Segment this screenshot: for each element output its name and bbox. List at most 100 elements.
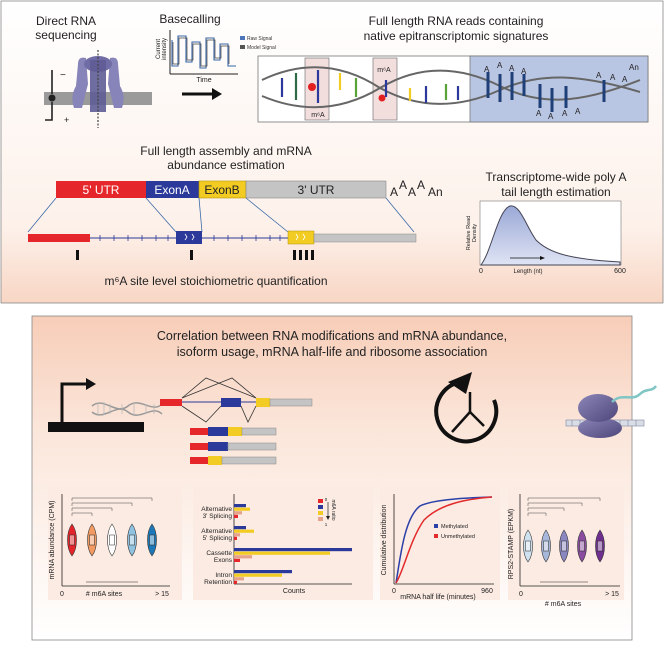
panel1-xlabel: # m6A sites bbox=[86, 591, 123, 598]
legend-raw-signal: Raw Signal bbox=[247, 36, 272, 42]
legend-model-signal: Model Signal bbox=[247, 45, 276, 51]
utr5-label: 5' UTR bbox=[83, 183, 120, 197]
panel4-box-5 bbox=[597, 540, 603, 552]
panel1-bracket-3 bbox=[71, 502, 133, 506]
svg-text:−: − bbox=[60, 70, 66, 81]
nanopore-icon: − + bbox=[44, 50, 152, 128]
panel4-bracket-1 bbox=[527, 512, 547, 516]
panel2-bar-3-4 bbox=[234, 558, 240, 562]
panel2-cat-2-line-2: 5' Splicing bbox=[203, 535, 233, 542]
panel1-box-4 bbox=[129, 534, 135, 546]
panel1-bracket-1 bbox=[71, 512, 93, 516]
panel2-cat-2-line-1: Alternative bbox=[201, 528, 232, 535]
clock-icon bbox=[434, 372, 499, 444]
panel4-box-2 bbox=[543, 540, 549, 552]
panel2-bar-3-1 bbox=[234, 548, 352, 552]
panel3-unmethylated-curve bbox=[395, 496, 493, 584]
density-ylabel-1: Relative Read bbox=[466, 216, 472, 251]
basecalling-title: Basecalling bbox=[159, 12, 220, 26]
density-plot bbox=[479, 200, 622, 266]
panel3-legend-unmethylated: Unmethylated bbox=[441, 534, 475, 540]
rna-read-strip bbox=[257, 55, 649, 123]
panel4-x-tick-0: 0 bbox=[519, 591, 523, 598]
panel2-bar-2-4 bbox=[234, 536, 237, 540]
exon-b-label: ExonB bbox=[204, 183, 239, 197]
panel2-bar-1-3 bbox=[234, 511, 242, 515]
svg-text:A: A bbox=[399, 178, 407, 192]
svg-text:+: + bbox=[64, 115, 69, 125]
panel2-xlabel: Counts bbox=[283, 588, 306, 595]
svg-text:A: A bbox=[417, 178, 425, 192]
panel2-bar-2-3 bbox=[234, 533, 240, 537]
panel4-bracket-2 bbox=[527, 507, 565, 511]
panel4-x-tick-max: > 15 bbox=[605, 591, 619, 598]
panel2-bar-4-3 bbox=[234, 577, 244, 581]
svg-text:A: A bbox=[484, 65, 490, 74]
panel2-bar-1-1 bbox=[234, 504, 246, 508]
panel4-box-3 bbox=[561, 540, 567, 552]
svg-text:A: A bbox=[536, 109, 542, 118]
panel2-bar-2-1 bbox=[234, 526, 246, 530]
panel3-x-tick-0: 0 bbox=[392, 588, 396, 595]
panel4-bracket-3 bbox=[527, 502, 583, 506]
density-ylabel-2: Density bbox=[472, 224, 478, 243]
panel4-violin-plot bbox=[519, 494, 620, 587]
svg-text:A: A bbox=[622, 75, 628, 84]
poly-a-tail: A A A A An bbox=[390, 178, 443, 199]
panel3-legend-unmethylated-swatch bbox=[434, 534, 438, 538]
panel2-frame bbox=[193, 486, 373, 600]
panel4-xlabel: # m6A sites bbox=[545, 601, 582, 608]
svg-text:A: A bbox=[610, 73, 616, 82]
bottom-title-1: Correlation between RNA modifications an… bbox=[157, 329, 507, 343]
panel2-bar-1-2 bbox=[234, 507, 250, 511]
panel4-ylabel: RPS2-STAMP (EPKM) bbox=[508, 509, 515, 580]
panel3-methylated-curve bbox=[395, 496, 493, 584]
m6a-label-1: m⁶A bbox=[311, 112, 325, 119]
panel3-ylabel: Cumulative distribution bbox=[381, 504, 388, 575]
ribosome-icon bbox=[565, 385, 658, 438]
bottom-title-2: isoform usage, mRNA half-life and riboso… bbox=[177, 345, 488, 359]
panel3-x-tick-max: 960 bbox=[481, 588, 493, 595]
density-x-tick-0: 0 bbox=[479, 268, 483, 275]
panel2-cat-3-line-2: Exons bbox=[214, 557, 233, 564]
panel3-legend-methylated-swatch bbox=[434, 524, 438, 528]
svg-text:A: A bbox=[521, 67, 527, 76]
panel1-box-3 bbox=[109, 534, 115, 546]
svg-text:A: A bbox=[390, 185, 398, 199]
panel3-legend-methylated: Methylated bbox=[441, 524, 468, 530]
panel4-box-1 bbox=[525, 540, 531, 552]
panel1-bracket-4 bbox=[71, 497, 153, 501]
svg-text:An: An bbox=[629, 63, 639, 72]
panel2-bar-4-1 bbox=[234, 570, 292, 574]
poly-a-letters-read: A A A A A A A A A A A An bbox=[484, 61, 639, 121]
svg-text:A: A bbox=[562, 109, 568, 118]
svg-text:A: A bbox=[548, 112, 554, 121]
panel2-bar-3-2 bbox=[234, 551, 330, 555]
panel2-cat-3-line-1: Cassette bbox=[206, 550, 232, 557]
panel1-x-tick-0: 0 bbox=[60, 591, 64, 598]
panel2-legend-tick-0: 0 bbox=[325, 497, 328, 502]
panel2-legend-label: m6A ratio bbox=[330, 499, 336, 520]
direct-rna-title-2: sequencing bbox=[35, 28, 96, 42]
panel1-x-tick-max: > 15 bbox=[155, 591, 169, 598]
svg-text:A: A bbox=[596, 71, 602, 80]
panel1-ylabel: mRNA abundance (CPM) bbox=[49, 501, 56, 580]
direct-rna-title-1: Direct RNA bbox=[36, 14, 96, 28]
m6a-label-2: m⁶A bbox=[377, 67, 391, 74]
signal-plot bbox=[169, 30, 245, 75]
density-x-tick-600: 600 bbox=[614, 268, 626, 275]
assembly-title-2: abundance estimation bbox=[167, 158, 284, 172]
full-length-reads-title-1: Full length RNA reads containing bbox=[369, 14, 544, 28]
panel1-box-2 bbox=[89, 534, 95, 546]
gene-model bbox=[56, 180, 387, 199]
time-label: Time bbox=[196, 77, 211, 84]
panel2-bar-chart bbox=[233, 494, 352, 585]
full-length-reads-title-2: native epitranscriptomic signatures bbox=[364, 29, 549, 43]
arrow-right-icon bbox=[182, 88, 222, 100]
svg-text:A: A bbox=[497, 61, 503, 70]
utr3-label: 3' UTR bbox=[298, 183, 335, 197]
panel2-legend-tick-1: 1 bbox=[325, 522, 328, 527]
assembly-title-1: Full length assembly and mRNA bbox=[140, 144, 311, 158]
